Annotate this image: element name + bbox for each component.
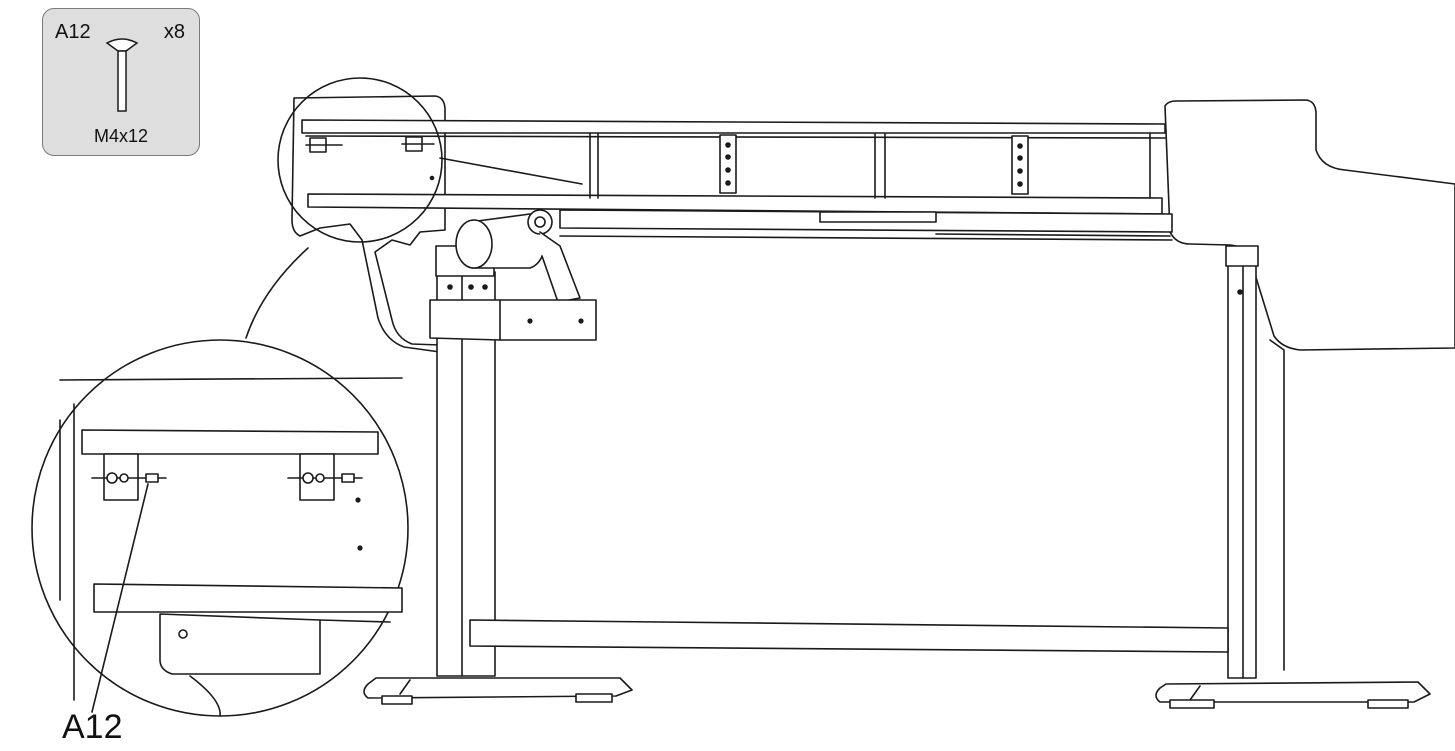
screw-icon [105,38,139,112]
bottom-crossbar [469,619,1229,653]
rail-screws [305,136,435,181]
left-foot [363,677,633,705]
right-leg [1225,245,1259,679]
top-rail-assembly [301,119,1173,241]
inner-bracket-right [1011,135,1029,195]
part-code: A12 [55,21,91,43]
left-end-panel [291,95,446,353]
right-end-panel [1164,99,1455,671]
parts-box: A12 x8 M4x12 [42,8,200,156]
callout-label: A12 [62,708,123,746]
part-quantity: x8 [163,21,185,43]
part-size: M4x12 [93,126,149,146]
motor [455,209,581,303]
crossbeam-bracket [429,299,597,341]
detail-callout [31,77,583,717]
right-foot [1155,681,1431,709]
inner-bracket-left [719,134,737,194]
